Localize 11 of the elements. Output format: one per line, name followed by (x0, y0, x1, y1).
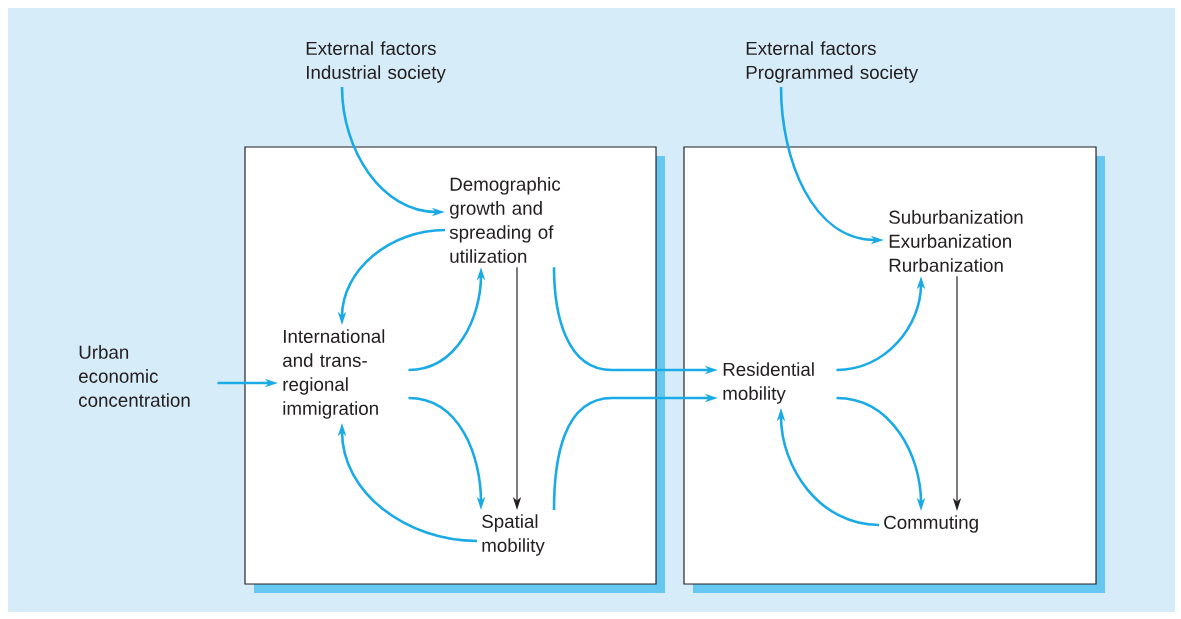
node-text: Urban economic concentration (79, 345, 190, 407)
node-text: International and trans-regional immigration (283, 329, 385, 419)
node-text: External factors Industrial society (306, 41, 446, 83)
node-text: Spatial mobility (482, 514, 545, 556)
frame-box (244, 146, 665, 593)
node-text: Demographic growth and spreading of utilization (449, 177, 561, 263)
node-text: External factors Programmed society (746, 41, 919, 83)
node-text: Commuting (884, 515, 978, 533)
node-text: Suburbanization Exurbanization Rurbanization (889, 210, 1023, 272)
frame-box (683, 146, 1105, 593)
node-text: Residential mobility (723, 362, 814, 404)
